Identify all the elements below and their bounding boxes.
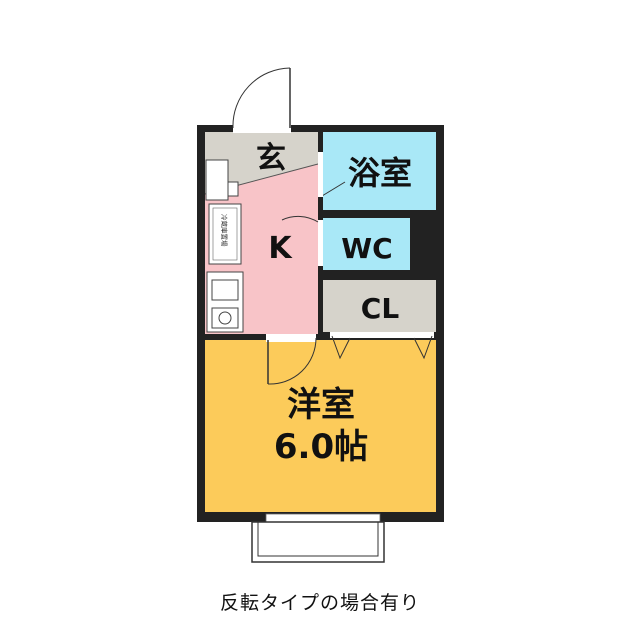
- entrance-door-gap: [233, 124, 291, 133]
- genkan-label: 玄: [256, 141, 286, 176]
- western-room-size: 6.0帖: [274, 427, 368, 467]
- sink: [211, 279, 239, 301]
- bath-label: 浴室: [348, 154, 412, 192]
- closet-room: [323, 280, 436, 332]
- stove: [211, 307, 239, 329]
- fridge-space: [208, 203, 242, 265]
- room-door-swing: [267, 337, 317, 385]
- caption: 反転タイプの場合有り: [219, 592, 420, 614]
- western-room: [205, 340, 436, 512]
- shoe-cabinet: [205, 159, 229, 201]
- wc-door-swing: [281, 215, 319, 223]
- bath-door-leaf: [321, 181, 346, 197]
- balcony-window-gap: [265, 513, 381, 523]
- closet-door-left: [331, 335, 351, 360]
- wc-label: WC: [341, 232, 392, 265]
- bath-door-gap: [318, 152, 323, 197]
- balcony-inner: [257, 521, 379, 557]
- stove-burner: [218, 311, 232, 325]
- balcony: [251, 521, 385, 563]
- shoe-cabinet-step: [227, 181, 239, 197]
- bath-room: [323, 132, 436, 210]
- room-door-gap: [266, 334, 316, 342]
- wc-door-gap: [318, 220, 323, 266]
- entrance-door-swing: [232, 67, 291, 129]
- wc-room: [323, 218, 410, 270]
- closet-door-right: [413, 335, 433, 360]
- kitchen-label: K: [268, 231, 293, 266]
- closet-door-gap: [330, 332, 434, 338]
- fridge-space-label: 冷蔵庫置場: [220, 214, 229, 247]
- closet-label: CL: [361, 292, 400, 325]
- western-room-label: 洋室: [287, 385, 355, 425]
- fridge-space-inner: [212, 207, 238, 261]
